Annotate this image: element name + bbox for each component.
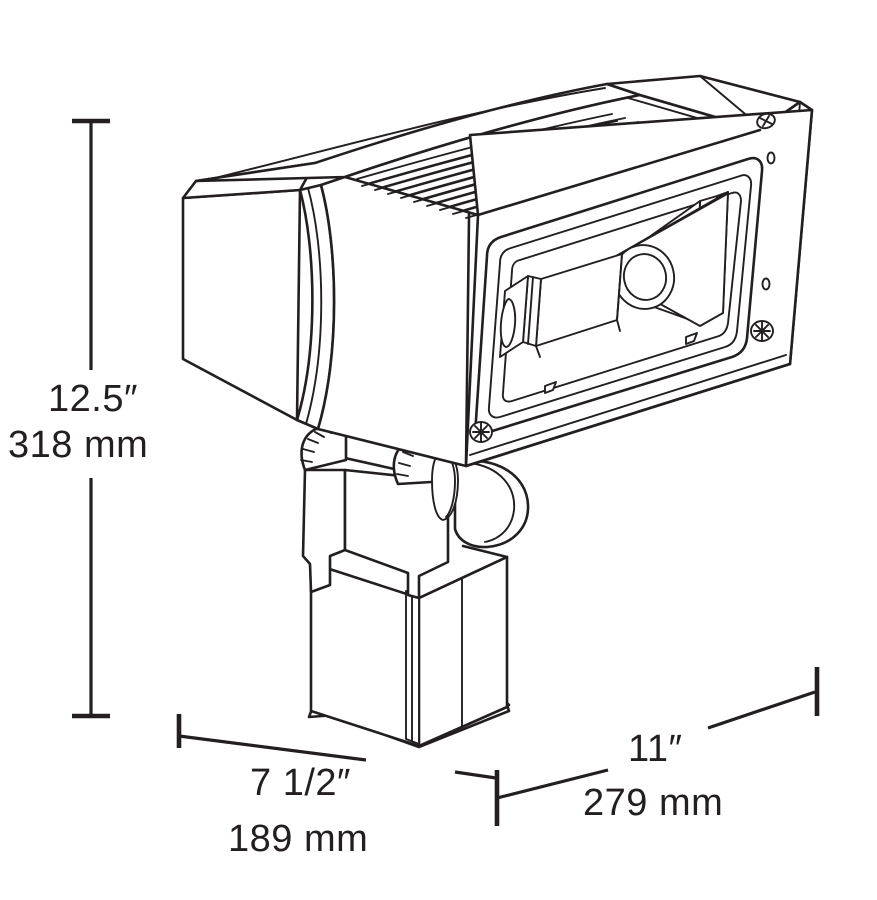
width-dimension-line bbox=[496, 667, 820, 800]
internal-reflector-optic bbox=[499, 191, 729, 358]
screw-bottom-left bbox=[469, 421, 493, 443]
height-dimension-imperial-label: 12.5″ bbox=[48, 378, 138, 420]
housing-vent-holes bbox=[761, 151, 776, 291]
screw-bottom-right bbox=[750, 320, 774, 342]
width-dimension-imperial-label: 11″ bbox=[628, 728, 683, 770]
dimension-lines bbox=[72, 118, 820, 826]
width-dimension-metric-label: 279 mm bbox=[583, 782, 724, 824]
depth-dimension-metric-label: 189 mm bbox=[228, 818, 369, 860]
door-corner-screws bbox=[469, 112, 776, 443]
height-dimension-line bbox=[72, 118, 110, 719]
height-dimension-metric-label: 318 mm bbox=[8, 424, 149, 466]
depth-dimension-imperial-label: 7 1/2″ bbox=[250, 762, 351, 804]
flood-light-fixture bbox=[181, 74, 814, 749]
main-housing bbox=[181, 74, 814, 468]
slipfitter-mount-base bbox=[307, 543, 511, 749]
screw-top-right bbox=[756, 112, 776, 130]
